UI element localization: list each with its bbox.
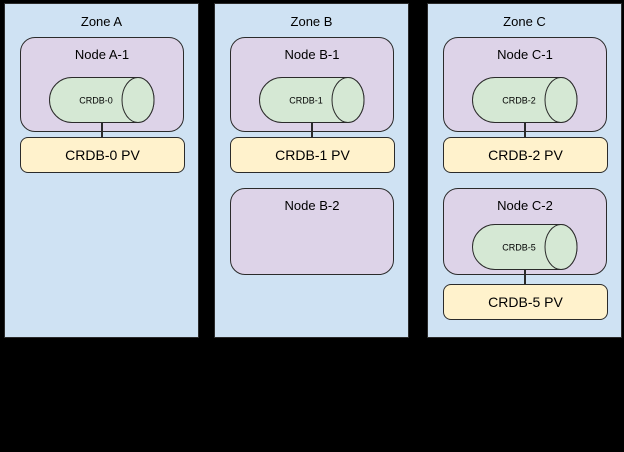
cylinder-label: CRDB-5 (502, 243, 536, 253)
node-a1: Node A-1 CRDB-0 (20, 37, 184, 132)
node-c2: Node C-2 CRDB-5 (443, 188, 607, 275)
node-title: Node A-1 (74, 47, 130, 62)
node-title: Node B-1 (284, 47, 340, 62)
connector-line (524, 122, 526, 137)
cylinder-label: CRDB-2 (502, 96, 536, 106)
node-b2: Node B-2 (230, 188, 394, 275)
node-title: Node B-2 (284, 198, 340, 213)
connector-line (101, 122, 103, 137)
database-cylinder-icon: CRDB-2 (472, 77, 578, 123)
database-cylinder-icon: CRDB-1 (259, 77, 365, 123)
zone-title: Zone A (80, 14, 123, 29)
pv-crdb-0: CRDB-0 PV (20, 137, 185, 173)
pv-label: CRDB-2 PV (488, 147, 563, 163)
cylinder-crdb-0: CRDB-0 (49, 77, 155, 123)
pv-label: CRDB-0 PV (65, 147, 140, 163)
pv-label: CRDB-5 PV (488, 294, 563, 310)
pv-label: CRDB-1 PV (275, 147, 350, 163)
cylinder-label: CRDB-1 (289, 96, 323, 106)
zone-b: Zone B Node B-1 CRDB-1 CRDB-1 PV Node B-… (214, 3, 409, 338)
pv-crdb-5: CRDB-5 PV (443, 284, 608, 320)
pv-crdb-2: CRDB-2 PV (443, 137, 608, 173)
node-b1: Node B-1 CRDB-1 (230, 37, 394, 132)
node-title: Node C-1 (497, 47, 553, 62)
zone-title: Zone B (290, 14, 333, 29)
connector-line (524, 270, 526, 284)
cylinder-label: CRDB-0 (79, 96, 113, 106)
zone-title: Zone C (503, 14, 546, 29)
zone-c: Zone C Node C-1 CRDB-2 CRDB-2 PV Node C-… (427, 3, 622, 338)
database-cylinder-icon: CRDB-0 (49, 77, 155, 123)
pv-crdb-1: CRDB-1 PV (230, 137, 395, 173)
zone-a: Zone A Node A-1 CRDB-0 CRDB-0 PV (4, 3, 199, 338)
database-cylinder-icon: CRDB-5 (472, 224, 578, 270)
cylinder-crdb-1: CRDB-1 (259, 77, 365, 123)
cylinder-crdb-5: CRDB-5 (472, 224, 578, 270)
cylinder-crdb-2: CRDB-2 (472, 77, 578, 123)
node-title: Node C-2 (497, 198, 553, 213)
connector-line (311, 122, 313, 137)
node-c1: Node C-1 CRDB-2 (443, 37, 607, 132)
